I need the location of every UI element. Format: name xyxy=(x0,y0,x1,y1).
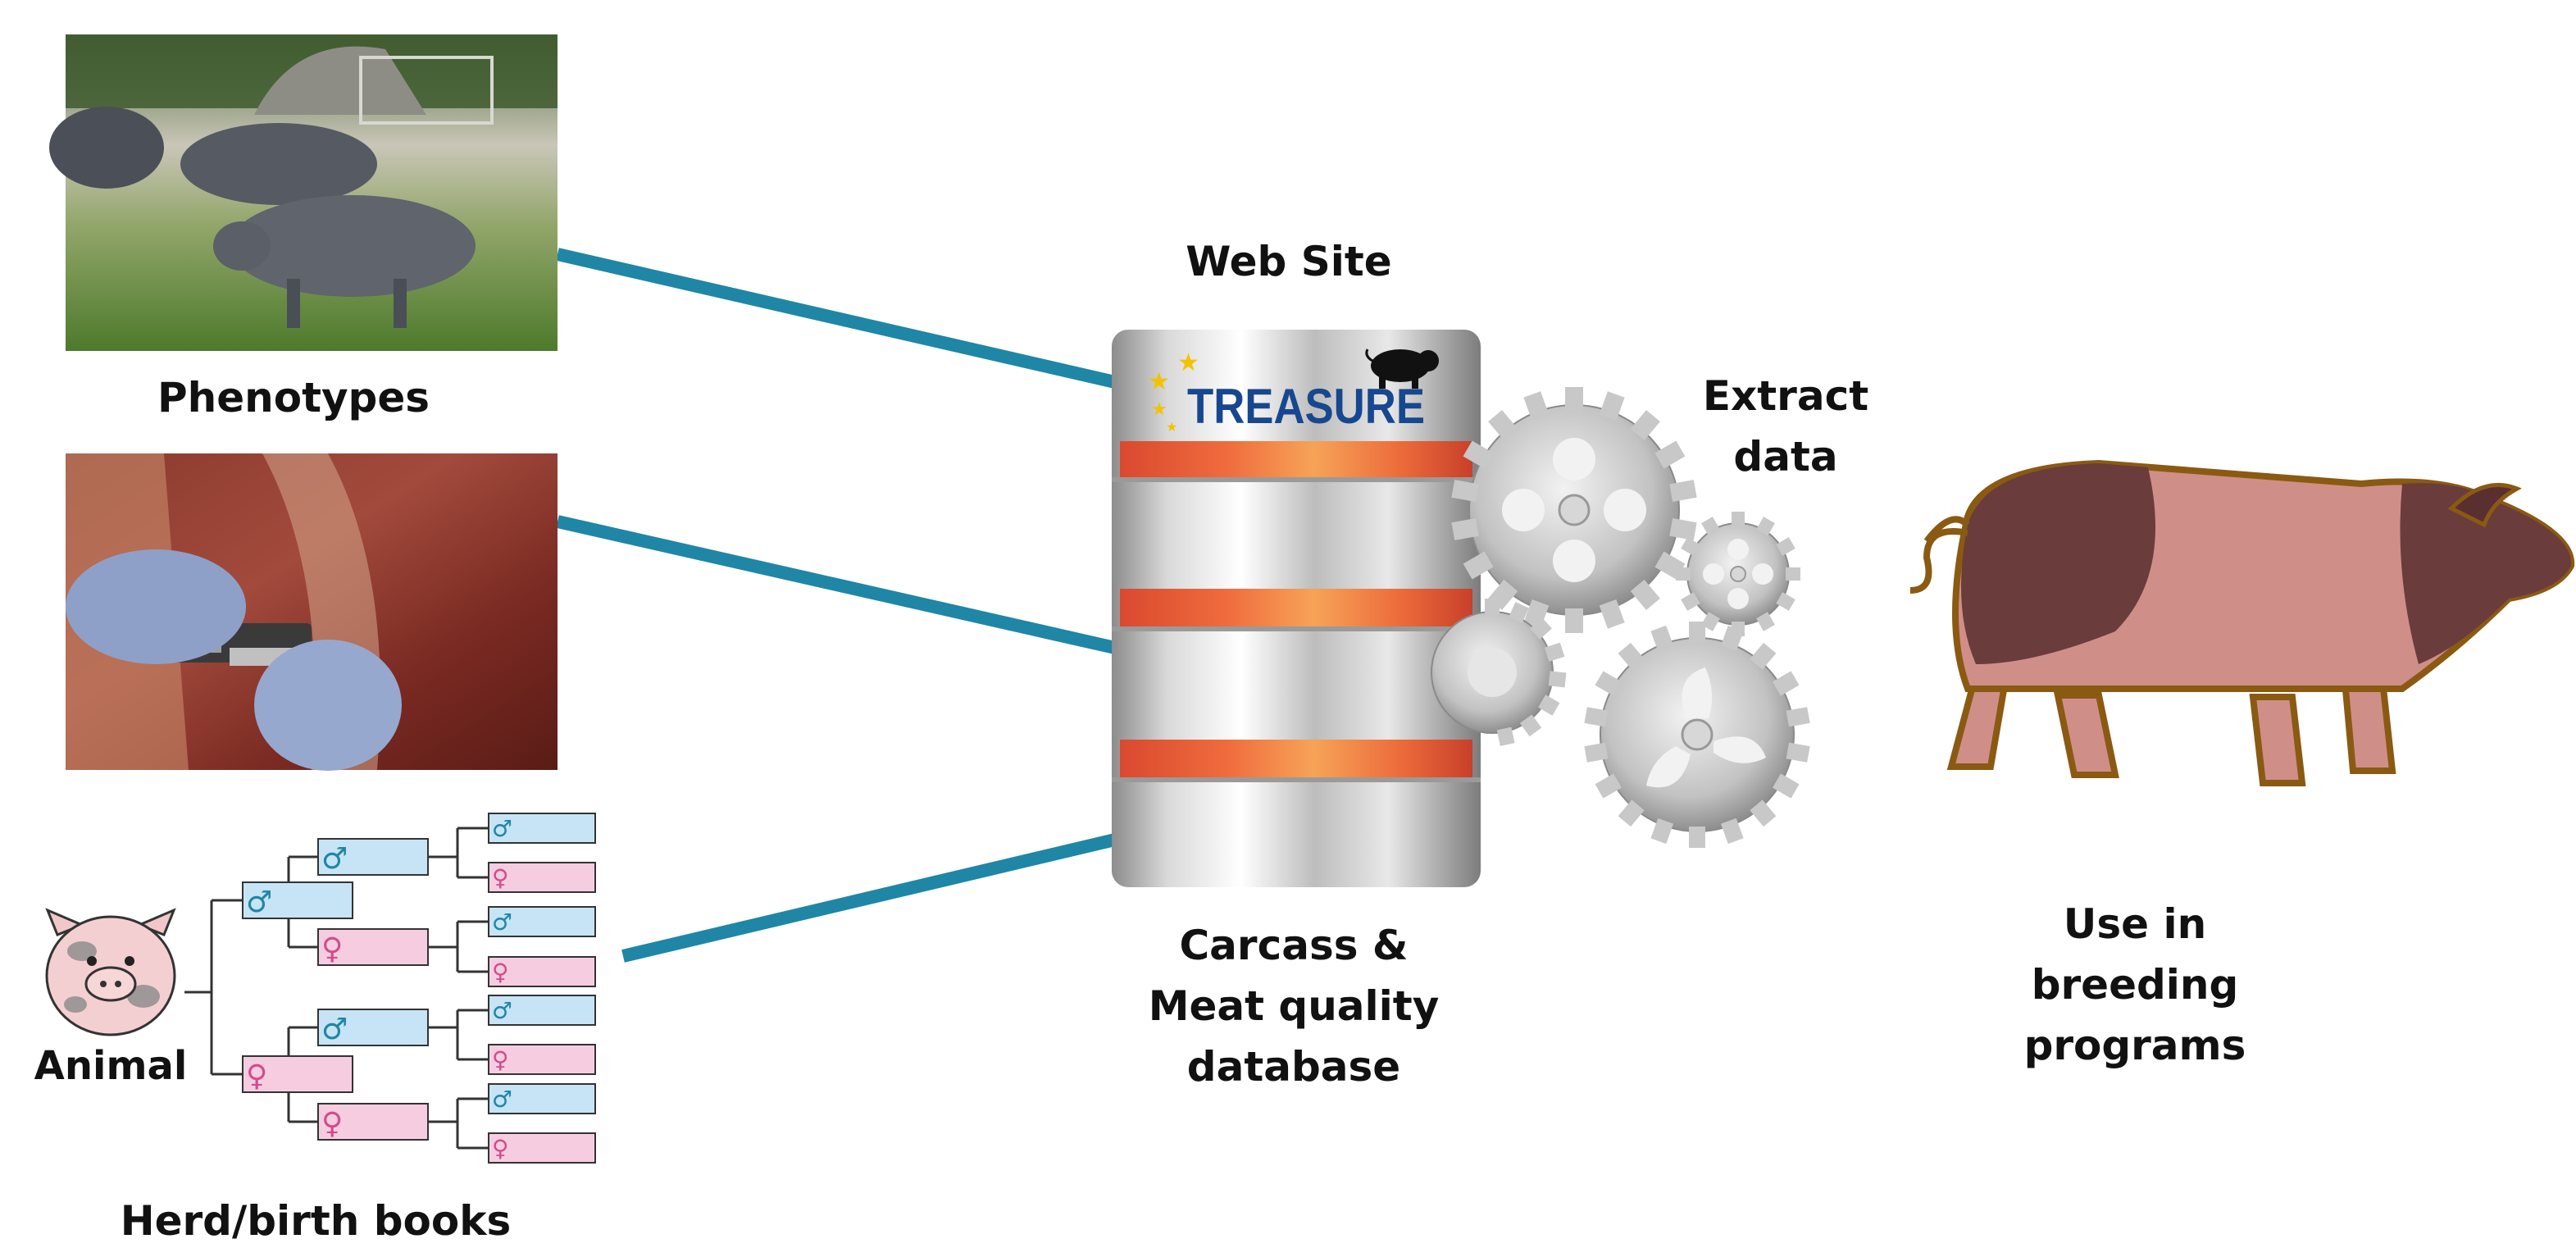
gear-icon xyxy=(1451,387,1697,633)
male-symbol: ♂ xyxy=(492,815,512,842)
db-band xyxy=(1120,441,1472,479)
star-icon: ★ xyxy=(1151,399,1167,420)
pedigree-grandsire-1 xyxy=(317,838,429,876)
female-symbol: ♀ xyxy=(492,1135,509,1162)
pig-silhouette-icon xyxy=(1365,348,1439,389)
carcass-photo xyxy=(66,453,558,771)
female-symbol: ♀ xyxy=(321,932,343,966)
female-symbol: ♀ xyxy=(492,959,509,986)
label-phenotypes: Phenotypes xyxy=(157,374,430,421)
logo-text: TREASURE xyxy=(1187,379,1425,434)
pedigree-dam xyxy=(242,1055,353,1093)
pedigree-ancestor xyxy=(488,995,596,1026)
treasure-logo: ★ ★ ★ ★ TREASURE xyxy=(1148,348,1439,435)
gear-icon xyxy=(1584,622,1810,848)
pig-illustration xyxy=(1909,459,2575,786)
male-symbol: ♂ xyxy=(321,1013,348,1046)
pedigree-ancestor xyxy=(488,862,596,893)
label-database-line: Meat quality xyxy=(1149,982,1440,1030)
pedigree-granddam-1 xyxy=(317,928,429,966)
male-symbol: ♂ xyxy=(492,1086,512,1113)
connector-herdbook xyxy=(621,833,1117,963)
pedigree-tree: ♂ ♀ ♂ ♀ ♂ ♀ ♂ ♀ ♂ ♀ ♂ ♀ ♂ ♀ xyxy=(45,813,596,1164)
db-band xyxy=(1120,740,1472,777)
connector-lines xyxy=(556,248,1117,963)
female-symbol: ♀ xyxy=(321,1107,343,1141)
label-extract-line: data xyxy=(1733,433,1837,481)
pedigree-ancestor xyxy=(488,1132,596,1164)
label-herd-books: Herd/birth books xyxy=(121,1197,511,1245)
connector-carcass xyxy=(556,515,1117,654)
male-symbol: ♂ xyxy=(492,997,512,1024)
pig-face-icon xyxy=(45,908,176,1036)
label-breeding-line: Use in xyxy=(2064,900,2206,948)
gears-group xyxy=(1431,387,1810,848)
pedigree-granddam-2 xyxy=(317,1103,429,1141)
female-symbol: ♀ xyxy=(492,1046,509,1073)
pedigree-ancestor xyxy=(488,1044,596,1075)
pedigree-ancestor xyxy=(488,813,596,844)
phenotype-photo xyxy=(49,34,558,351)
label-database: Carcass & Meat quality database xyxy=(1149,922,1440,1091)
label-breeding-line: programs xyxy=(2024,1022,2246,1069)
pedigree-ancestor xyxy=(488,1083,596,1114)
male-symbol: ♂ xyxy=(246,886,272,919)
pedigree-ancestor xyxy=(488,956,596,987)
gear-icon xyxy=(1676,512,1800,636)
pedigree-grandsire-2 xyxy=(317,1009,429,1046)
gear-icon xyxy=(1431,599,1567,746)
star-icon: ★ xyxy=(1148,367,1170,396)
pedigree-ancestor xyxy=(488,906,596,937)
connector-phenotypes xyxy=(556,248,1117,389)
label-animal: Animal xyxy=(34,1043,188,1089)
label-extract-line: Extract xyxy=(1703,372,1868,420)
label-breeding-line: breeding xyxy=(2032,961,2239,1009)
male-symbol: ♂ xyxy=(492,909,512,936)
label-breeding: Use in breeding programs xyxy=(2024,900,2246,1069)
male-symbol: ♂ xyxy=(321,842,348,876)
label-web-site: Web Site xyxy=(1186,238,1391,285)
label-database-line: Carcass & xyxy=(1179,922,1408,969)
database-cylinder: ★ ★ ★ ★ TREASURE xyxy=(1112,330,1481,887)
label-database-line: database xyxy=(1187,1043,1400,1091)
label-extract-data: Extract data xyxy=(1703,372,1868,481)
star-icon: ★ xyxy=(1177,348,1199,377)
db-band xyxy=(1120,589,1472,626)
pedigree-sire xyxy=(242,881,353,919)
female-symbol: ♀ xyxy=(492,864,509,891)
female-symbol: ♀ xyxy=(246,1059,267,1093)
star-icon: ★ xyxy=(1166,419,1177,435)
